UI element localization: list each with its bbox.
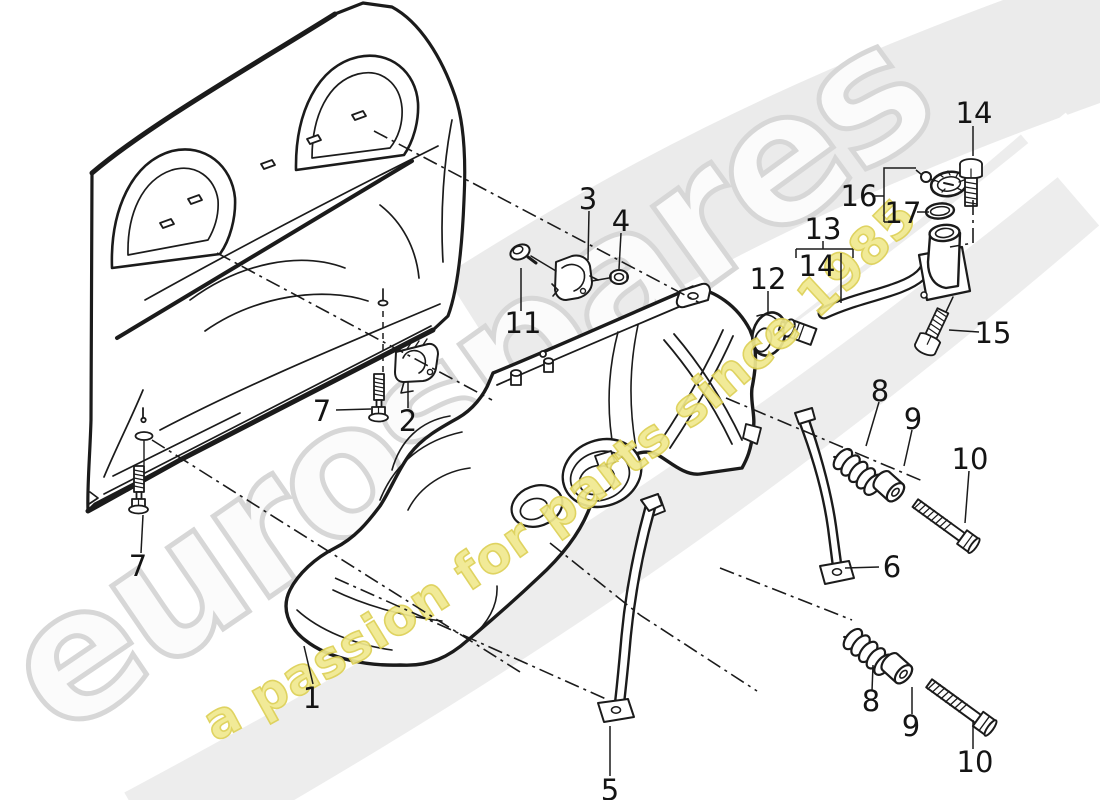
panel-arch-left <box>110 148 237 270</box>
fuel-tank <box>284 282 762 667</box>
part-label-2: 2 <box>399 404 417 438</box>
part-label-16: 16 <box>841 179 878 213</box>
leader-lines <box>140 126 980 776</box>
part-label-1: 1 <box>303 681 321 715</box>
part-label-9a: 9 <box>904 402 922 436</box>
part-label-17: 17 <box>885 196 922 230</box>
strap-5 <box>597 493 663 723</box>
part-label-14a: 14 <box>799 249 836 283</box>
part-label-10a: 10 <box>952 442 989 476</box>
part-label-3: 3 <box>579 182 597 216</box>
part-label-4: 4 <box>612 204 630 238</box>
fuel-pump-flange <box>510 437 643 528</box>
part-label-11: 11 <box>505 306 542 340</box>
part-label-13: 13 <box>805 212 842 246</box>
tank-tab-right <box>742 423 762 445</box>
rear-body-panel <box>85 1 467 514</box>
part-label-9b: 9 <box>902 709 920 743</box>
bolt-10a <box>909 494 983 556</box>
bracket-13-14 <box>795 241 854 303</box>
mounting-bracket-2 <box>394 338 439 394</box>
nut-4 <box>609 269 629 285</box>
part-label-12: 12 <box>750 262 787 296</box>
mounting-bracket-3 <box>530 254 610 301</box>
part-label-8a: 8 <box>871 374 889 408</box>
part-label-8b: 8 <box>862 684 880 718</box>
hose-fitting <box>777 318 818 346</box>
part-label-15: 15 <box>975 316 1012 350</box>
panel-slots <box>159 110 367 229</box>
alignment-lines <box>151 130 974 700</box>
part-label-5: 5 <box>601 773 619 800</box>
grommet-12 <box>751 311 787 357</box>
tank-fittings <box>510 350 554 386</box>
part-label-7a: 7 <box>313 394 331 428</box>
bracket-16 <box>872 167 929 223</box>
bolt-10b <box>922 674 1000 739</box>
panel-stud-washer <box>377 299 389 307</box>
part-label-6: 6 <box>883 550 901 584</box>
screw-11 <box>509 243 538 265</box>
strap-6 <box>794 407 855 585</box>
part-label-7b: 7 <box>129 549 147 583</box>
part-label-14b: 14 <box>956 96 993 130</box>
washer-pin-7b <box>134 407 154 466</box>
part-label-10b: 10 <box>957 745 994 779</box>
